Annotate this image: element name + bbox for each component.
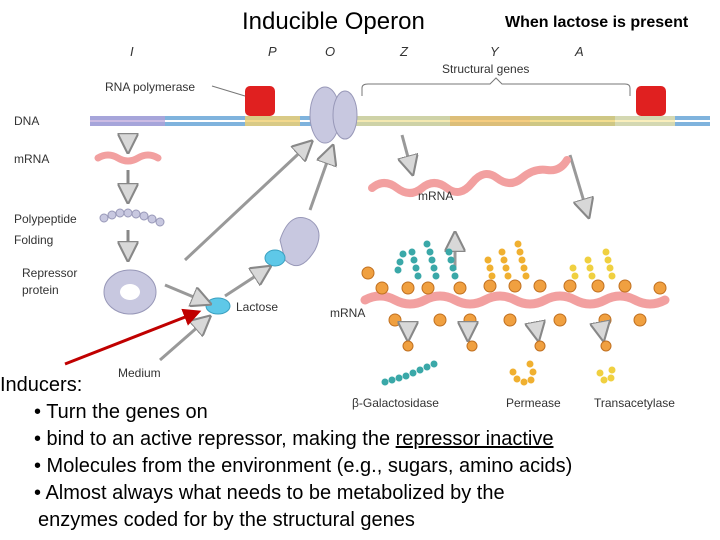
gene-label-p: P: [268, 44, 277, 59]
gene-label-a: A: [575, 44, 584, 59]
bullet-metabolized-continued: enzymes coded for by the structural gene…: [0, 507, 572, 534]
bullet-bind-repressor-text: • bind to an active repressor, making th…: [34, 428, 396, 450]
dna-label: DNA: [14, 114, 39, 128]
slide-title: Inducible Operon: [242, 8, 425, 36]
operator-repressor: [310, 87, 357, 143]
growing-chains-transacetylase: [570, 249, 616, 280]
bullet-environment-molecules: • Molecules from the environment (e.g., …: [0, 453, 572, 480]
bullet-metabolized: • Almost always what needs to be metabol…: [0, 480, 572, 507]
rna-polymerase-left: [245, 86, 275, 116]
growing-chains-galactosidase: [395, 241, 459, 280]
slide-subtitle: When lactose is present: [505, 14, 688, 32]
mrna-wave-middle: [372, 160, 567, 193]
repressor-protein-left: [104, 270, 156, 314]
dna-strand: [90, 116, 710, 126]
inactive-repressor: [265, 218, 319, 267]
gene-label-i: I: [130, 44, 134, 59]
mrna-wave-lower: [365, 296, 665, 304]
mrna-label-middle: mRNA: [418, 189, 453, 203]
polypeptide-label: Polypeptide: [14, 212, 77, 226]
growing-chains-permease: [485, 241, 530, 280]
gene-label-o: O: [325, 44, 335, 59]
inducer-pointer-arrow: [65, 312, 198, 364]
bullet-turn-genes-on: • Turn the genes on: [0, 399, 572, 426]
gene-label-z: Z: [400, 44, 408, 59]
left-mrna: [98, 155, 158, 161]
bullet-bind-repressor: • bind to an active repressor, making th…: [0, 426, 572, 453]
lactose-molecule: [206, 298, 230, 314]
transacetylase-product: [597, 367, 616, 384]
repressor-label-line1: Repressor: [22, 266, 77, 280]
polypeptide-chain: [100, 209, 164, 226]
transacetylase-label: Transacetylase: [594, 396, 675, 410]
rna-polymerase-right: [636, 86, 666, 116]
inducers-heading: Inducers:: [0, 372, 572, 399]
structural-genes-bracket: [362, 78, 630, 96]
rna-polymerase-label: RNA polymerase: [105, 80, 195, 94]
repressor-label-line2: protein: [22, 283, 59, 297]
structural-genes-label: Structural genes: [442, 62, 529, 76]
mrna-label-left: mRNA: [14, 152, 49, 166]
inducers-text-block: Inducers: • Turn the genes on • bind to …: [0, 372, 572, 534]
gene-label-y: Y: [490, 44, 499, 59]
lactose-label: Lactose: [236, 300, 278, 314]
folding-label: Folding: [14, 233, 53, 247]
repressor-inactive-link[interactable]: repressor inactive: [396, 428, 554, 450]
mrna-label-lower: mRNA: [330, 306, 365, 320]
